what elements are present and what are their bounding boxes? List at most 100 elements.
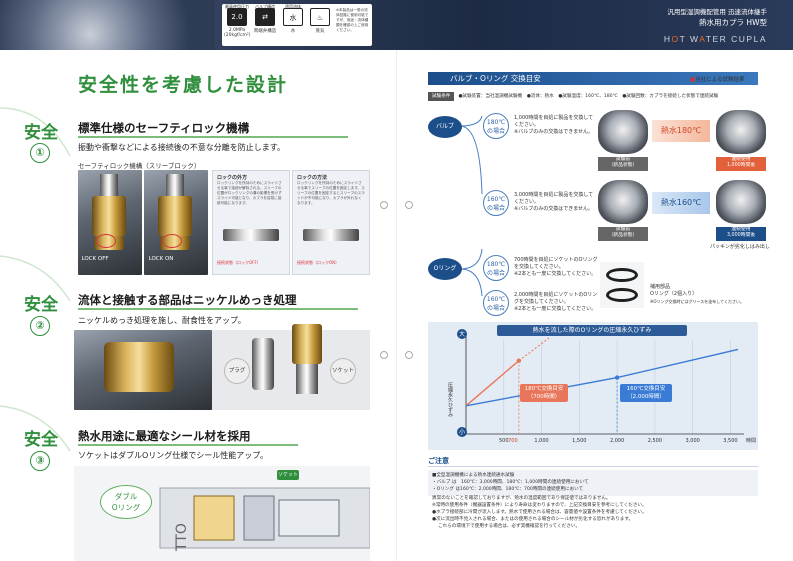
header-subtitle: 汎用型湿調機配管用 迅速流体継手 [667,8,767,16]
hot-180-arrow: 熱水180℃ [652,120,710,142]
after-160-tag: 連続使用 3,000時間後 [716,227,766,241]
packing-note: パッキンが劣化しはみ出し [710,244,770,250]
y-top-marker [457,329,467,339]
marker-160-point [614,375,620,380]
icon-top-label: 最高使用圧力 [225,4,249,9]
binder-hole [405,201,413,209]
section-text: ソケットはダブルOリング仕様でシール性能アップ。 [78,451,269,460]
safety-label: 安全 [24,295,58,315]
header-english-title: HOT WATER CUPLA [663,34,767,44]
oring-180-desc: 700時間を目処にソケットのOリングを交換してください。 ※2本とも一度に交換し… [514,257,598,277]
pressure-gauge-icon: 2.0 [227,8,247,26]
section-heading: 熱水用途に最適なシール材を採用 [78,429,251,443]
y-bottom-label: 小 [459,428,465,436]
page-fold [396,50,397,561]
x-tick-label: 1,500 [572,438,586,444]
x-tick-label: 3,000 [686,438,700,444]
plug-label: プラグ [224,358,250,384]
heading-underline [78,444,298,446]
care-heading: ご注意 [428,456,758,467]
temp-160-oring: 160℃ の場合 [483,290,509,316]
nickel-closeup-photo [74,330,212,410]
x-tick-label: 2,000 [610,438,624,444]
y-bottom-marker [457,427,467,437]
x-tick-label: 2,500 [648,438,662,444]
temp-180-oring: 180℃ の場合 [483,255,509,281]
spare-oring-photo [600,262,644,308]
x-tick-label: 1,000 [534,438,548,444]
x-tick-label: 500 [499,438,509,444]
series-line-180 [465,360,520,407]
after-180-tag: 連続使用 1,000時間後 [716,157,766,171]
care-line: ●次に流出時不見入される場合、またはの使用される場合のシール材が劣化する恐れがあ… [432,517,634,522]
heading-underline [78,136,348,138]
socket-part-image [292,324,322,364]
icon-label: 2.0MPa (20kgf/cm²) [224,28,251,38]
section-number: ① [30,143,50,163]
socket-tag: ソケット [277,470,299,480]
binder-hole [380,201,388,209]
care-line: ■全型湿調機機による熱水連続通水試験 [432,473,515,478]
y-top-label: 大 [459,330,465,338]
plug-part-image [252,338,274,390]
before-tag-2: 試験前 （新品状態） [598,227,648,241]
care-line: 異常のないことを確認しておりますが、熱水の温度範囲であり保証値ではありません。 [432,496,611,501]
care-line: ●ホプラ接続部に冷間が流入します。熱水で使用される場合は、容量値や設置条件を考慮… [432,510,647,515]
section-number: ② [30,316,50,336]
diagram-title: ロックの方法 [297,175,328,181]
y-axis-label: 圧縮永久ひずみ [447,382,453,418]
heading-underline [78,308,358,310]
temp-180-valve: 180℃ の場合 [483,113,509,139]
series-line-160 [465,348,739,407]
x-tick-label: 3,500 [723,438,737,444]
header-product-photo [0,0,215,50]
valve-before-photo [598,110,648,154]
section-text: 振動や衝撃などによる接続後の不意な分離を防止します。 [78,143,285,152]
lock-on-label: LOCK ON [148,256,174,262]
care-line: これらの環境下で使用する場合は、必ず実機確認を行ってください。 [438,524,581,529]
care-line: ・Oリング は160℃：2,000時間、180℃：700時間の連続使用において [432,487,584,492]
right-section-title: バルブ・Oリング 交換目安 [428,72,758,85]
x-tick-label: 700 [508,438,518,444]
spec-icon-box: 最高使用圧力 2.0 2.0MPa (20kgf/cm²) バルブ構造 ⇄ 両端… [222,4,372,46]
icon-label: 蒸気 [315,29,325,34]
box-160-exchange: 160℃交換目安 （2,000時間） [620,384,672,402]
header-title: 熱水用カプラ HW型 [699,18,767,27]
water-tap-icon: 水 [283,8,303,26]
socket-label: ソケット [330,358,356,384]
double-oring-callout: ダブル Oリング [100,485,152,519]
icon-label: 両端弁構造 [253,29,277,34]
stamp-text: TTO [174,523,190,552]
temp-160-valve: 160℃ の場合 [483,190,509,216]
valve-after-160-photo [716,180,766,224]
diagram-caption: 接続状態（ロックON） [297,260,340,265]
box-180-exchange: 180℃交換目安 （700時間） [520,384,568,402]
icon-top-label: バルブ構造 [255,4,275,9]
socket-section-drawing: TTO [74,466,371,561]
valve-160-desc: 3,000時間を目処に製品を交換してください。 ※バルブのみの交換はできません。 [514,192,594,212]
lock-off-diagram: ロックの外方 ロックリングを所持のためにスライドさせる事で接続が解除される。スリ… [212,170,290,275]
oring-badge: Oリング [428,258,462,280]
valve-180-desc: 1,000時間を目処に製品を交換してください。 ※バルブのみの交換はできません。 [514,115,594,135]
green-arc-decoration [0,107,71,452]
care-notes: ■全型湿調機機による熱水連続通水試験 ・バルブ は 160℃：3,000時間、1… [428,464,758,554]
valve-after-180-photo [716,110,766,154]
binder-hole [405,351,413,359]
icon-note: ※本製品は一般の流体回路に使用可能ですが、用途・流体種類を確認の上ご使用ください… [336,8,369,32]
safety-label: 安全 [24,123,58,143]
marker-180-point [516,358,522,363]
section-number: ③ [30,451,50,471]
diagram-text: ロックリングを所持のためにスライドさせる事でスリーブの位置を固定します。スリーブ… [297,181,365,205]
section-heading: 流体と接触する部品はニッケルめっき処理 [78,293,297,307]
diagram-text: ロックリングを所持のためにスライドさせる事で接続が解除される。スリーブの位置がロ… [217,181,282,205]
valve-icon: ⇄ [255,8,275,26]
spare-title: 補用部品 [650,284,671,290]
graph-title: 熱水を流した際のOリングの圧縮永久ひずみ [497,325,687,336]
flow-connectors [459,115,483,297]
diagram-title: ロックの外方 [217,175,248,181]
section-heading: 標準仕様のセーフティロック機構 [78,121,250,135]
lock-on-diagram: ロックの方法 ロックリングを所持のためにスライドさせる事でスリーブの位置を固定し… [292,170,370,275]
spare-note: ※Oリング交換時にはグリースを塗布してください。 [650,299,745,304]
